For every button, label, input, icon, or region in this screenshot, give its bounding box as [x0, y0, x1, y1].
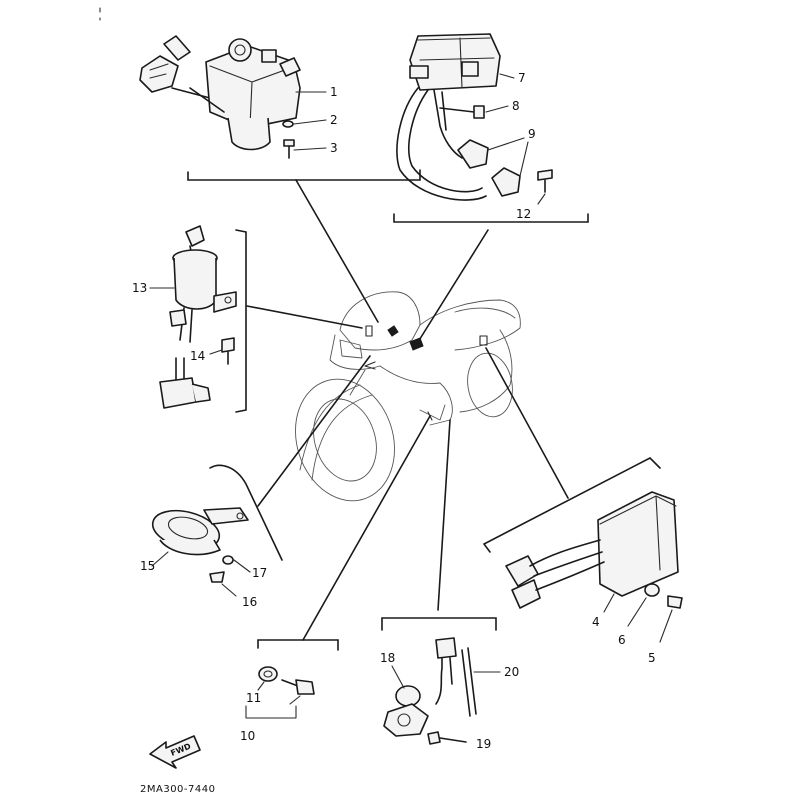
callout-2: 2	[330, 113, 338, 127]
callout-17: 17	[252, 566, 267, 580]
part-ignition-coil-group: 7 8 9 12	[393, 33, 589, 223]
callout-3: 3	[330, 141, 338, 155]
callout-20: 20	[504, 665, 519, 679]
callout-12: 12	[516, 207, 531, 221]
callout-6: 6	[618, 633, 626, 647]
part-horn-group: 15 17 16	[140, 464, 283, 609]
fwd-arrow-icon: FWD	[149, 735, 201, 769]
callout-7: 7	[518, 71, 526, 85]
part-bolt-washer-group: 11 10	[240, 639, 339, 743]
diagram-code: 2MA300-7440	[140, 784, 215, 795]
part-cdi-unit-group: 4 6 5	[482, 457, 683, 665]
callout-15: 15	[140, 559, 155, 573]
callout-9: 9	[528, 127, 536, 141]
callout-13: 13	[132, 281, 147, 295]
leader-lines	[246, 179, 569, 641]
part-main-switch-group: 13 14	[132, 225, 247, 413]
callout-14: 14	[190, 349, 205, 363]
callout-19: 19	[476, 737, 491, 751]
callout-5: 5	[648, 651, 656, 665]
callout-10: 10	[240, 729, 255, 743]
callout-11: 11	[246, 691, 261, 705]
callout-16: 16	[242, 595, 257, 609]
callout-4: 4	[592, 615, 600, 629]
callout-1: 1	[330, 85, 338, 99]
callout-8: 8	[512, 99, 520, 113]
callout-18: 18	[380, 651, 395, 665]
motorcycle-outline	[295, 291, 521, 502]
part-starter-relay-group: 1 2 3	[139, 35, 421, 181]
part-sensor-group: 18 20 19	[380, 617, 519, 751]
